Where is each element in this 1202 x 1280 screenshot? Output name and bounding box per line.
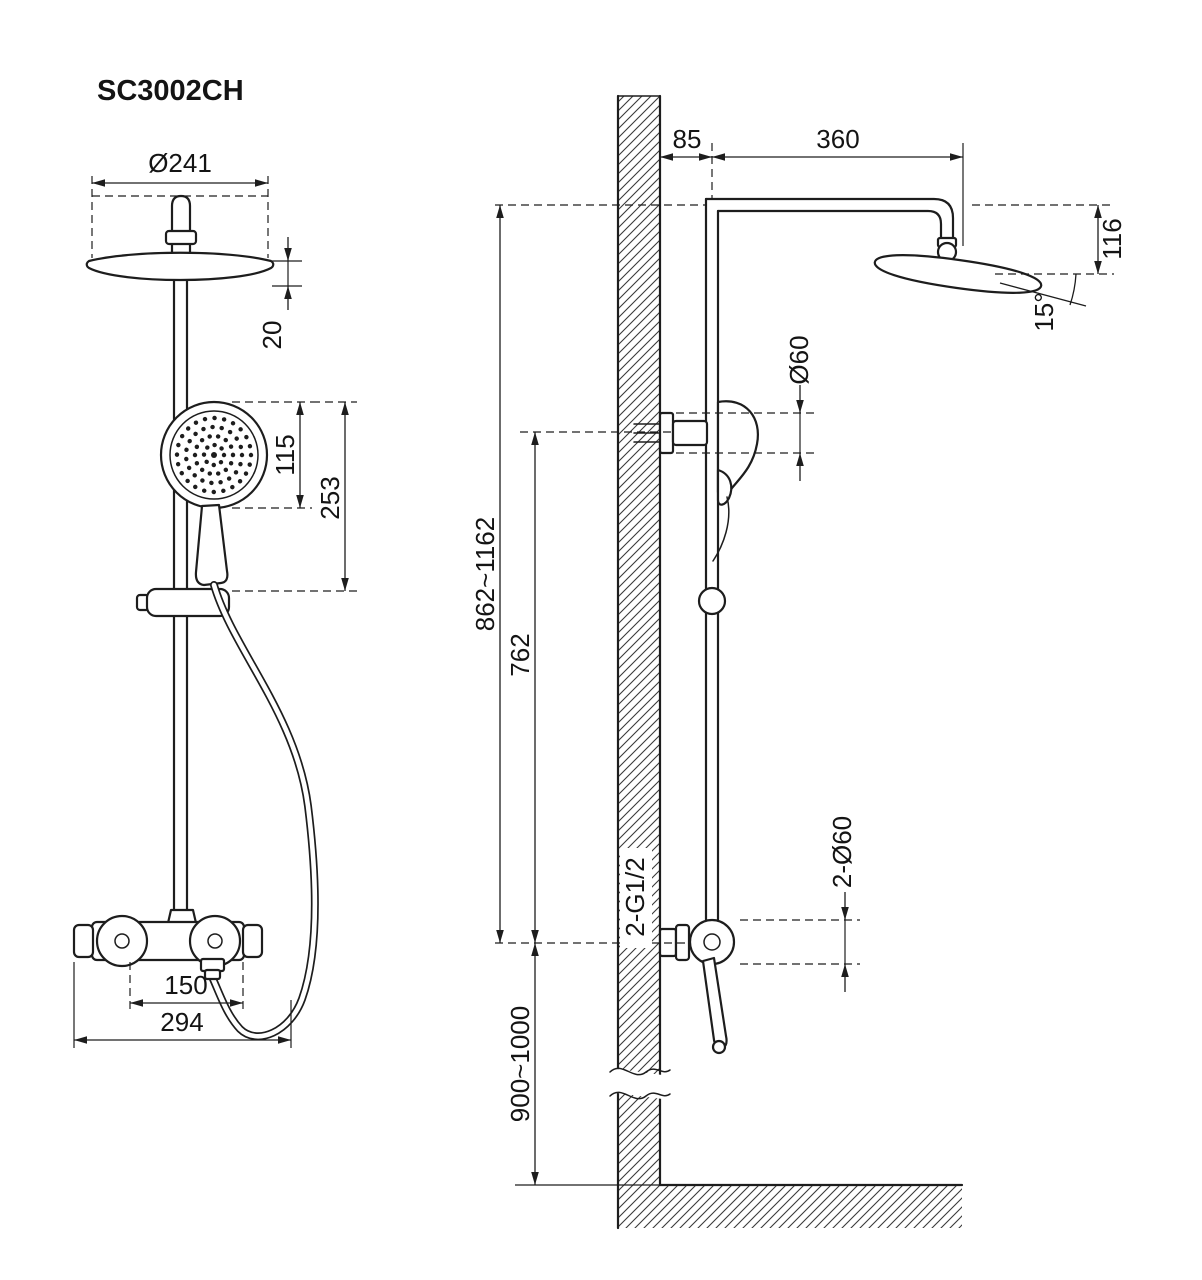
thread-label-background <box>620 848 652 948</box>
floor-section <box>658 1183 964 1228</box>
dim-head-diameter: Ø241 <box>148 148 212 178</box>
break-symbol <box>609 1067 671 1100</box>
head-joint <box>164 229 198 246</box>
valve-knob-left <box>95 914 149 968</box>
wall-bracket-side <box>633 411 709 455</box>
side-view <box>609 94 1043 1230</box>
slider-holder-front <box>135 587 231 618</box>
dim-escutcheon-diameter: 2-Ø60 <box>827 816 857 888</box>
front-view <box>72 194 319 1041</box>
dim-install-height: 900~1000 <box>505 1006 535 1122</box>
rain-shower-head-side <box>873 254 1043 294</box>
shower-hose-front <box>209 581 319 1041</box>
thermostatic-valve-front <box>72 908 264 981</box>
head-connector <box>170 194 192 259</box>
model-number: SC3002CH <box>97 75 244 107</box>
thermostatic-valve-side <box>658 918 736 1055</box>
dim-head-drop: 116 <box>1097 218 1127 259</box>
dim-inlet-spacing: 150 <box>164 970 207 1000</box>
side-dimensions: 85 360 116 15° Ø60 862~1162 762 900~1000… <box>470 124 1127 1186</box>
wall-section <box>616 94 662 1230</box>
hand-shower-handle <box>194 503 229 587</box>
dim-arm-reach: 360 <box>816 124 859 154</box>
dim-hand-shower-length: 253 <box>315 476 345 519</box>
front-dimensions: Ø241 20 115 253 150 294 <box>73 148 357 1048</box>
dim-inlet-thread: 2-G1/2 <box>620 857 650 937</box>
dim-bracket-diameter: Ø60 <box>784 335 814 384</box>
hand-shower-side <box>712 400 759 562</box>
riser-and-arm-side <box>704 197 958 922</box>
rain-shower-head-front <box>85 251 275 282</box>
dim-bracket-height: 762 <box>505 633 535 676</box>
slider-clamp-side <box>697 586 727 616</box>
dim-riser-height: 862~1162 <box>470 517 500 631</box>
dim-head-thickness: 20 <box>257 321 287 350</box>
dim-wall-to-riser: 85 <box>673 124 702 154</box>
dim-valve-width: 294 <box>160 1007 203 1037</box>
valve-lever <box>701 956 728 1050</box>
dim-head-angle: 15° <box>1029 292 1059 331</box>
hand-shower-front <box>159 400 269 587</box>
dim-hand-shower-diameter: 115 <box>270 434 300 475</box>
